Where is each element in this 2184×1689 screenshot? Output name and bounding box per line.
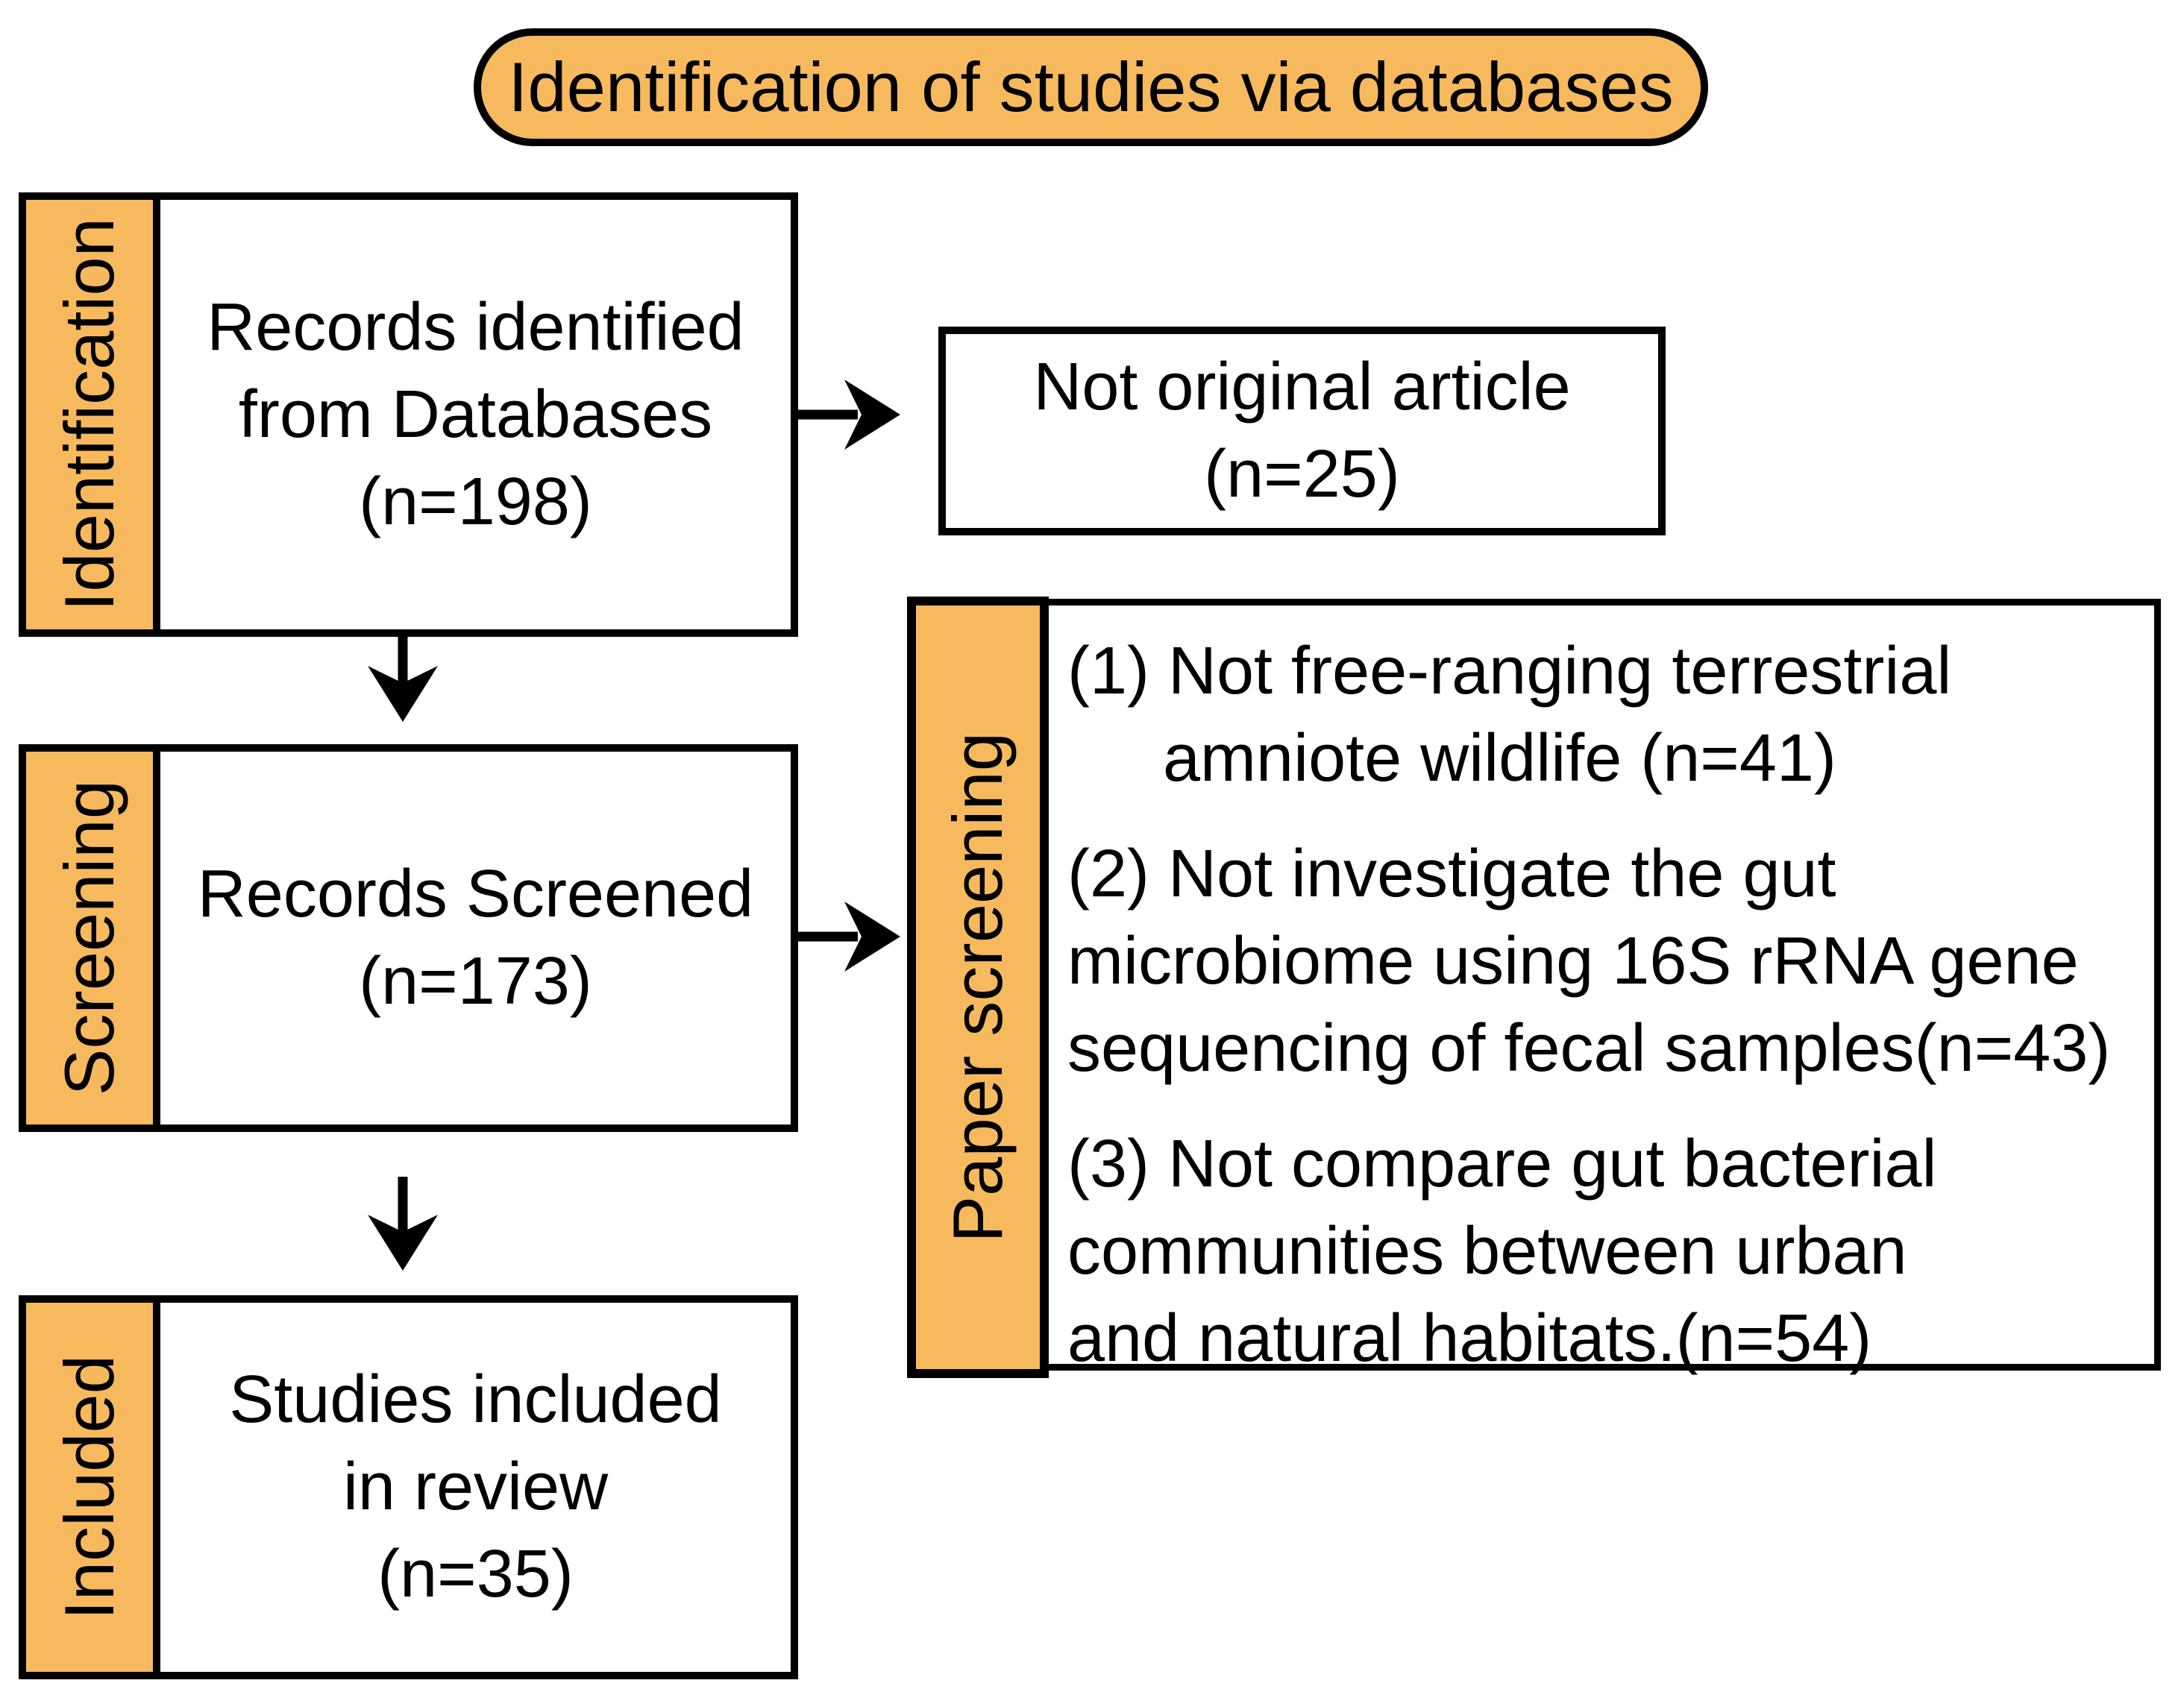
text-line: Studies included [229,1362,722,1437]
text-line: from Databases [238,377,713,452]
text-line: communities between urban [1067,1214,1907,1289]
text-line: Records Screened [197,857,754,931]
text-line: in review [342,1450,609,1524]
text-line: (1) Not free-ranging terrestrial [1067,634,1952,708]
text-line: (2) Not investigate the gut [1067,837,1836,911]
exclusion-item-2: (2) Not investigate the gut microbiome u… [1067,831,2156,1092]
identification-sidebar: Identification [26,200,160,629]
title-text: Identification of studies via databases [508,48,1674,126]
screening-sidebar: Screening [26,752,160,1125]
records-screened-text: Records Screened (n=173) [160,752,791,1125]
text-line: (n=173) [359,944,592,1019]
arrow-identification-to-screening [368,634,438,722]
paper-screening-reasons: (1) Not free-ranging terrestrial amniote… [1067,628,2156,1383]
text-line: and natural habitats.(n=54) [1067,1301,1872,1376]
exclusion-item-3: (3) Not compare gut bacterial communitie… [1067,1121,2156,1383]
records-identified-text: Records identified from Databases (n=198… [160,200,791,629]
paper-screening-box: Paper screening (1) Not free-ranging ter… [907,597,2161,1378]
text-line: (n=198) [359,464,592,539]
text-line: (n=25) [1204,437,1400,512]
arrow-screening-to-paper-screening [795,902,900,972]
arrow-identification-to-not-original [795,380,900,450]
arrow-screening-to-included [368,1177,438,1271]
exclusion-item-1: (1) Not free-ranging terrestrial amniote… [1067,628,2156,802]
identification-sidebar-label: Identification [50,218,128,611]
text-line: sequencing of fecal samples(n=43) [1067,1011,2111,1086]
text-line: Not original article [1033,350,1571,424]
text-line: (3) Not compare gut bacterial [1067,1127,1937,1201]
included-sidebar: Included [26,1303,160,1672]
text-line: (n=35) [377,1537,574,1611]
paper-screening-body [914,599,2161,1371]
text-line: Records identified [207,289,744,365]
studies-included-text: Studies included in review (n=35) [160,1303,791,1672]
included-sidebar-label: Included [50,1354,128,1620]
title-banner: Identification of studies via databases [474,28,1708,146]
text-line: amniote wildlife (n=41) [1163,721,1836,796]
paper-screening-sidebar: Paper screening [907,597,1049,1378]
identification-stage-box: Identification Records identified from D… [19,192,798,637]
included-stage-box: Included Studies included in review (n=3… [19,1295,798,1679]
screening-stage-box: Screening Records Screened (n=173) [19,744,798,1132]
not-original-article-box: Not original article (n=25) [938,327,1666,535]
paper-screening-sidebar-label: Paper screening [938,732,1017,1243]
screening-sidebar-label: Screening [50,780,128,1096]
text-line: microbiome using 16S rRNA gene [1067,924,2079,998]
